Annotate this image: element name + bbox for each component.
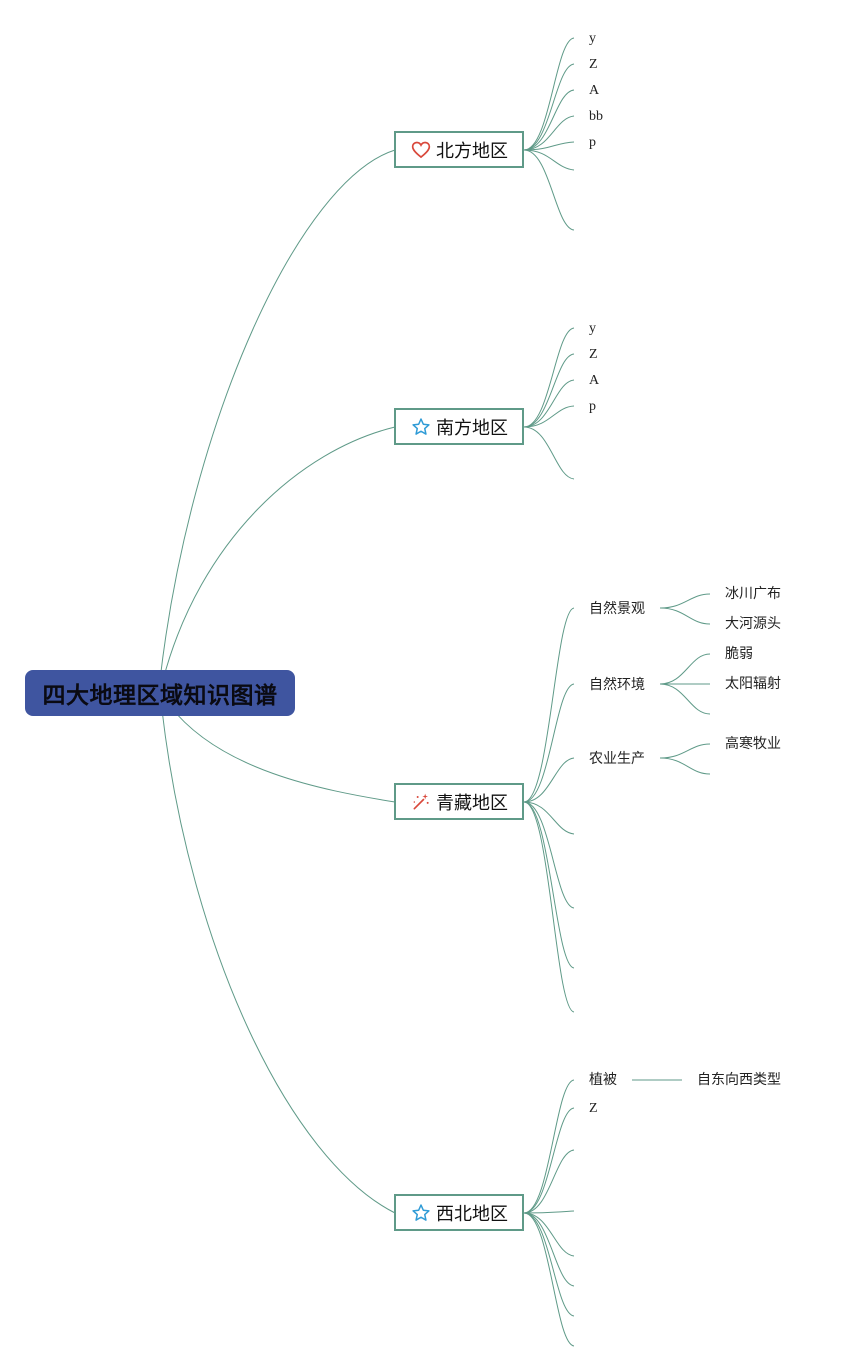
region-label-qingzang: 青藏地区 bbox=[436, 792, 508, 814]
edge-qz-agri-2 bbox=[659, 757, 711, 775]
edge-qz-4 bbox=[523, 801, 575, 835]
edge-qz-landscape-2 bbox=[659, 607, 711, 625]
leaf-south-2[interactable]: Z bbox=[589, 347, 598, 362]
star-icon bbox=[410, 416, 432, 438]
edge-qz-2 bbox=[523, 683, 575, 803]
magic-wand-icon bbox=[410, 791, 432, 813]
region-node-northwest[interactable]: 西北地区 bbox=[394, 1194, 524, 1231]
region-label-northwest: 西北地区 bbox=[436, 1203, 508, 1225]
leaf-qz-pastoral[interactable]: 高寒牧业 bbox=[725, 736, 781, 752]
edge-root-qingzang bbox=[169, 705, 396, 803]
edge-nw-4 bbox=[523, 1210, 575, 1214]
edge-nw-7 bbox=[523, 1212, 575, 1317]
edge-qz-6 bbox=[523, 801, 575, 969]
root-title: 四大地理区域知识图谱 bbox=[42, 683, 278, 709]
edge-north-1 bbox=[523, 37, 575, 151]
leaf-qz-glacier[interactable]: 冰川广布 bbox=[725, 586, 781, 602]
edge-qz-agri-1 bbox=[659, 743, 711, 759]
region-node-qingzang[interactable]: 青藏地区 bbox=[394, 783, 524, 820]
edge-south-4 bbox=[523, 405, 575, 428]
branch-qz-environment[interactable]: 自然环境 bbox=[589, 677, 645, 693]
edge-nw-2 bbox=[523, 1107, 575, 1214]
leaf-south-1[interactable]: y bbox=[589, 321, 596, 336]
leaf-nw-east-west-types[interactable]: 自东向西类型 bbox=[697, 1072, 781, 1088]
edge-qz-landscape-1 bbox=[659, 593, 711, 609]
region-label-north: 北方地区 bbox=[436, 140, 508, 162]
leaf-north-3[interactable]: A bbox=[589, 83, 600, 98]
edge-nw-8 bbox=[523, 1212, 575, 1347]
region-node-north[interactable]: 北方地区 bbox=[394, 131, 524, 168]
edge-nw-6 bbox=[523, 1212, 575, 1287]
leaf-south-3[interactable]: A bbox=[589, 373, 600, 388]
leaf-north-4[interactable]: bb bbox=[589, 109, 603, 124]
leaf-north-1[interactable]: y bbox=[589, 31, 596, 46]
edge-qz-env-3 bbox=[659, 683, 711, 715]
edge-qz-5 bbox=[523, 801, 575, 909]
branch-qz-landscape[interactable]: 自然景观 bbox=[589, 601, 645, 617]
leaf-qz-fragile[interactable]: 脆弱 bbox=[725, 646, 753, 662]
edge-qz-3 bbox=[523, 757, 575, 803]
edge-north-3 bbox=[523, 89, 575, 151]
edge-qz-1 bbox=[523, 607, 575, 803]
edge-north-7 bbox=[523, 149, 575, 231]
edge-root-northwest bbox=[161, 709, 396, 1214]
edge-root-south bbox=[162, 426, 396, 681]
region-label-south: 南方地区 bbox=[436, 417, 508, 439]
leaf-north-2[interactable]: Z bbox=[589, 57, 598, 72]
edge-north-2 bbox=[523, 63, 575, 151]
region-node-south[interactable]: 南方地区 bbox=[394, 408, 524, 445]
edge-south-1 bbox=[523, 327, 575, 428]
root-node[interactable]: 四大地理区域知识图谱 bbox=[25, 670, 295, 716]
edge-south-3 bbox=[523, 379, 575, 428]
edge-nw-5 bbox=[523, 1212, 575, 1257]
edge-nw-3 bbox=[523, 1149, 575, 1214]
edge-north-4 bbox=[523, 115, 575, 151]
branch-nw-vegetation[interactable]: 植被 bbox=[589, 1072, 617, 1088]
edge-qz-env-1 bbox=[659, 653, 711, 685]
edge-north-5 bbox=[523, 141, 575, 151]
leaf-qz-river-source[interactable]: 大河源头 bbox=[725, 616, 781, 632]
leaf-south-4[interactable]: p bbox=[589, 399, 596, 414]
star-icon bbox=[410, 1202, 432, 1224]
edge-qz-7 bbox=[523, 801, 575, 1013]
branch-qz-agriculture[interactable]: 农业生产 bbox=[589, 751, 645, 767]
branch-nw-z[interactable]: Z bbox=[589, 1101, 598, 1116]
leaf-qz-solar[interactable]: 太阳辐射 bbox=[725, 676, 781, 692]
edge-nw-1 bbox=[523, 1079, 575, 1214]
edge-south-2 bbox=[523, 353, 575, 428]
heart-icon bbox=[410, 139, 432, 161]
edge-south-5 bbox=[523, 426, 575, 480]
edge-root-north bbox=[159, 149, 396, 681]
leaf-north-5[interactable]: p bbox=[589, 135, 596, 150]
edge-north-6 bbox=[523, 149, 575, 171]
